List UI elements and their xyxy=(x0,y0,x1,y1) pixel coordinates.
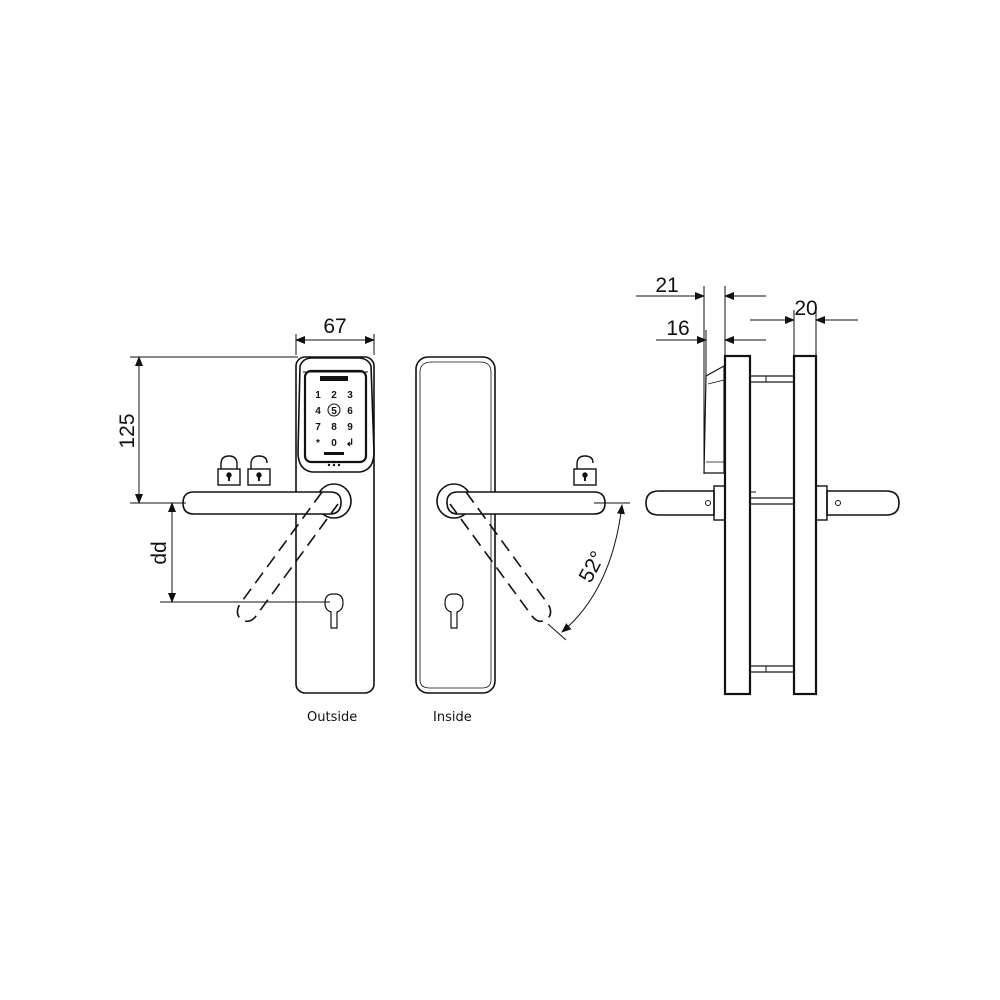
dim-angle-52: 52° xyxy=(575,548,610,587)
side-handle-inside xyxy=(826,490,900,516)
outside-cylinder xyxy=(324,593,344,629)
key-8: 8 xyxy=(331,422,337,433)
keypad-housing xyxy=(297,357,375,473)
key-5: 5 xyxy=(331,406,337,417)
outside-view xyxy=(182,356,375,694)
key-0: 0 xyxy=(331,438,337,449)
key-6: 6 xyxy=(347,406,353,417)
dim-side-16: 16 xyxy=(666,317,689,340)
status-dots xyxy=(327,463,341,467)
key-4: 4 xyxy=(315,406,321,417)
dim-height-125: 125 xyxy=(116,413,139,448)
inside-cylinder xyxy=(444,593,464,629)
side-view xyxy=(645,354,900,696)
key-star: * xyxy=(316,438,320,449)
locked-icon xyxy=(217,455,241,486)
dim-dd: dd xyxy=(148,541,171,564)
key-5-ring xyxy=(327,403,341,417)
side-rosette-inside xyxy=(815,485,828,521)
key-1: 1 xyxy=(315,390,321,401)
side-rosette-outside xyxy=(713,485,726,521)
key-9: 9 xyxy=(347,422,353,433)
side-spindle xyxy=(749,497,795,505)
side-inside-plate xyxy=(792,354,818,696)
inside-handle-rotated xyxy=(449,491,552,623)
caption-outside: Outside xyxy=(307,710,358,725)
outside-dimensions xyxy=(130,334,375,603)
key-3: 3 xyxy=(347,390,353,401)
side-screw-top xyxy=(749,375,795,383)
unlocked-icon xyxy=(247,455,271,486)
keypad-face xyxy=(303,369,368,464)
outside-handle-rotated xyxy=(236,491,339,623)
key-2: 2 xyxy=(331,390,337,401)
inside-view xyxy=(415,356,630,694)
outside-backplate xyxy=(295,356,375,694)
key-7: 7 xyxy=(315,422,321,433)
inside-backplate-inner xyxy=(419,361,492,689)
side-outside-plate xyxy=(723,354,752,696)
side-keypad-profile xyxy=(703,364,725,474)
inside-backplate xyxy=(415,356,496,694)
side-dimensions xyxy=(636,286,858,474)
dim-side-20: 20 xyxy=(794,297,817,320)
inside-unlocked-icon xyxy=(573,455,597,486)
keypad-brand-mark xyxy=(324,452,344,455)
inside-handle xyxy=(446,491,606,515)
keypad-keys: 1 2 3 4 5 6 7 8 9 * 0 ↲ xyxy=(315,390,354,467)
dim-width-67: 67 xyxy=(323,315,346,338)
outside-handle xyxy=(182,491,342,515)
dim-side-21: 21 xyxy=(655,274,678,297)
caption-inside: Inside xyxy=(433,710,472,725)
angle-arc xyxy=(561,504,625,633)
side-screw-bottom xyxy=(749,665,795,673)
side-handle-outside xyxy=(645,490,715,516)
keypad-top-bar xyxy=(320,376,348,381)
key-enter: ↲ xyxy=(346,438,354,449)
